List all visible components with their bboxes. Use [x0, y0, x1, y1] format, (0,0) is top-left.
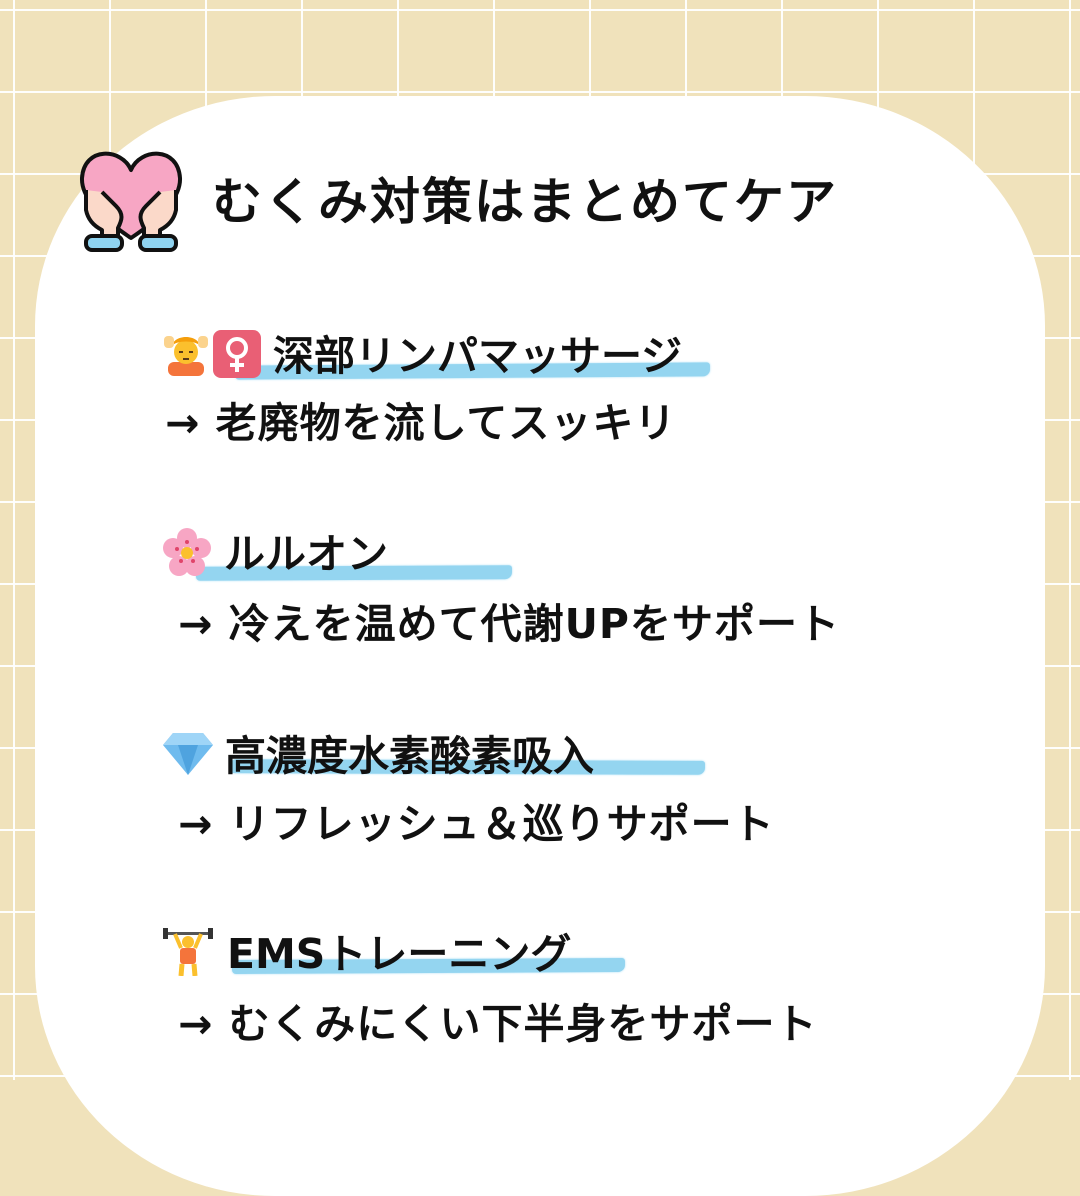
weight-lifter-icon	[163, 928, 213, 976]
page-title: むくみ対策はまとめてケア	[212, 173, 838, 231]
item-heading: EMSトレーニング	[227, 930, 572, 978]
content-card	[35, 96, 1045, 1196]
item-heading: ルルオン	[224, 530, 388, 578]
cherry-blossom-icon	[163, 528, 211, 576]
gem-icon	[163, 733, 213, 775]
item-description: → 冷えを温めて代謝UPをサポート	[178, 600, 840, 648]
item-description: → リフレッシュ＆巡りサポート	[178, 800, 775, 848]
item-description: → むくみにくい下半身をサポート	[178, 1000, 818, 1048]
item-heading: 高濃度水素酸素吸入	[225, 732, 594, 780]
item-heading: 深部リンパマッサージ	[273, 332, 683, 380]
heart-in-hands-icon	[79, 151, 183, 252]
female-sign-icon	[213, 330, 261, 378]
woman-getting-massage-icon	[164, 336, 208, 376]
item-description: → 老廃物を流してスッキリ	[165, 399, 677, 447]
